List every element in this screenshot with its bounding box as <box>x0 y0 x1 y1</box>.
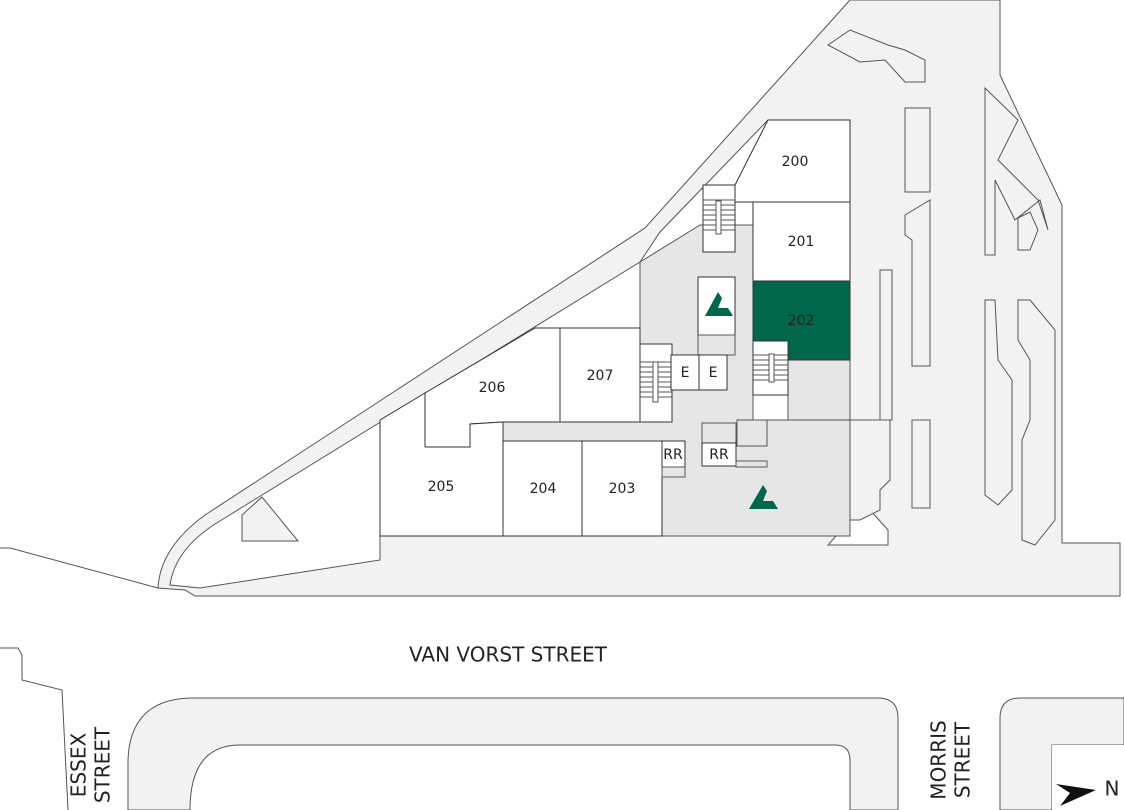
unit-203[interactable] <box>581 440 663 537</box>
stairs-icon <box>639 343 673 423</box>
essex-street-label-1: ESSEX <box>67 733 91 798</box>
unit-204[interactable] <box>502 440 583 537</box>
unit-206-label: 206 <box>479 380 506 396</box>
unit-205[interactable] <box>379 392 504 537</box>
elevator-1[interactable] <box>670 354 700 391</box>
morris-street-label-2: STREET <box>951 721 975 798</box>
unit-204-label: 204 <box>530 481 557 497</box>
stairs-icon <box>752 340 789 396</box>
service-area <box>787 359 851 421</box>
logo-icon <box>749 485 778 509</box>
van-vorst-street-label: VAN VORST STREET <box>409 643 608 667</box>
elevator-1-label: E <box>681 365 690 381</box>
essex-street-label-2: STREET <box>91 726 115 803</box>
stairs-icon <box>702 184 736 253</box>
planter <box>241 496 300 542</box>
restroom-2[interactable] <box>701 442 737 467</box>
restroom-2-label: RR <box>709 447 729 463</box>
unit-207-label: 207 <box>587 368 614 384</box>
unit-201-label: 201 <box>788 234 815 250</box>
unit-207[interactable] <box>559 327 641 423</box>
restroom-1-label: RR <box>663 447 683 463</box>
morris-street-label-1: MORRIS <box>927 720 951 799</box>
logo-icon <box>705 292 733 316</box>
elevator-2[interactable] <box>698 354 728 391</box>
unit-205-label: 205 <box>428 479 455 495</box>
compass-north-label: N <box>1105 777 1120 801</box>
unit-202-label: 202 <box>788 313 815 329</box>
unit-200-label: 200 <box>782 154 809 170</box>
elevator-2-label: E <box>709 365 718 381</box>
unit-201[interactable] <box>752 201 851 282</box>
right-side-islands <box>827 29 1056 546</box>
city-block <box>127 697 899 810</box>
compass-arrow-icon <box>1056 784 1096 806</box>
unit-203-label: 203 <box>609 481 636 497</box>
